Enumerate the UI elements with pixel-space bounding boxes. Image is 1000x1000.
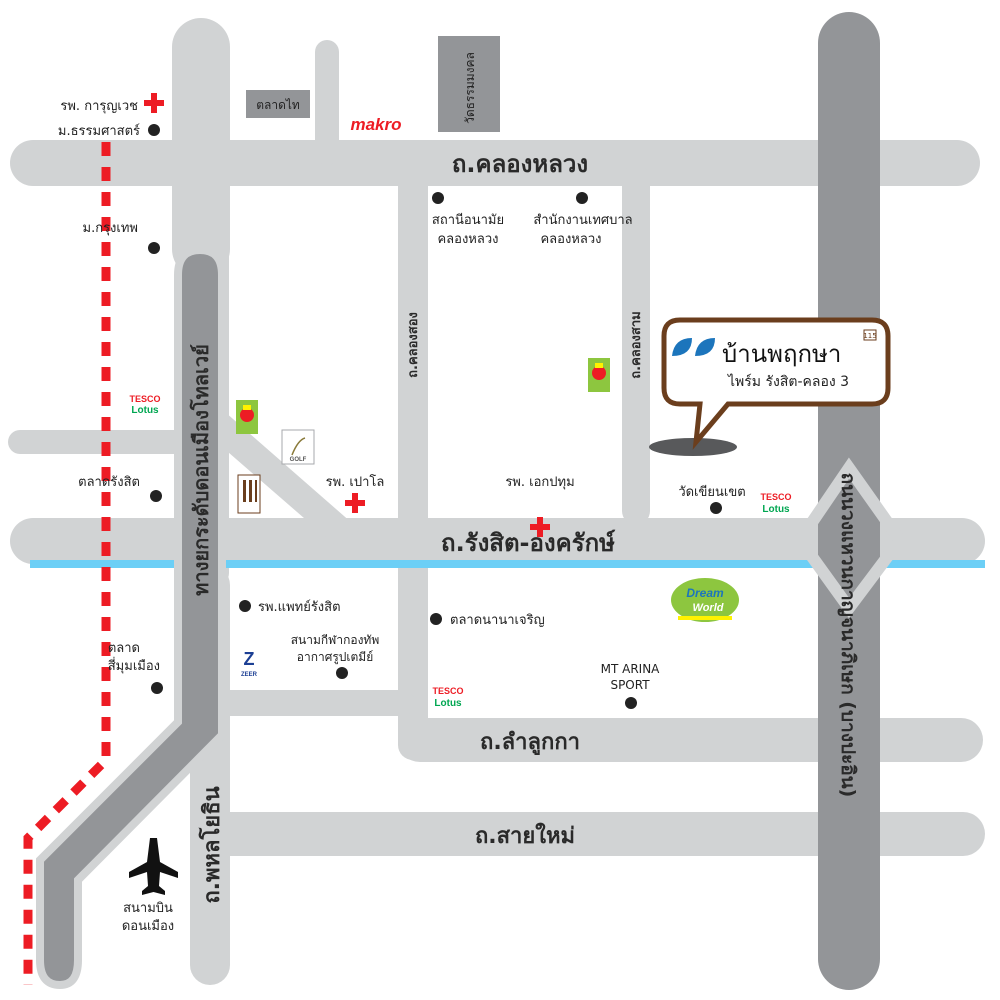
- road-phahonyothin-upper: [172, 18, 230, 278]
- tesco-bottom-logo: TESCO: [432, 686, 463, 696]
- talad-rangsit-dot-icon: [150, 490, 162, 502]
- mt-arina-label-2: SPORT: [610, 678, 650, 692]
- road-rangsit-ongkharak: [10, 518, 985, 564]
- thammasat-dot-icon: [148, 124, 160, 136]
- talad-nana-dot-icon: [430, 613, 442, 625]
- store-icon-right: [588, 358, 610, 392]
- airplane-icon: [129, 838, 178, 895]
- health-station-label: สถานีอนามัย: [432, 212, 504, 228]
- hospital-cross-icon: [345, 493, 365, 513]
- leaf-logo-icon: [672, 338, 715, 356]
- thammasat-label: ม.ธรรมศาสตร์: [58, 123, 140, 139]
- hosp-karunvej-label: รพ. การุญเวช: [60, 99, 138, 114]
- road-khlong-luang: [10, 140, 980, 186]
- secondary-roads: [8, 18, 985, 985]
- mt-arina-dot-icon: [625, 697, 637, 709]
- road-khlong-sam: [622, 165, 650, 525]
- wat-thammamongkol-box: [438, 36, 500, 132]
- canal: [30, 560, 985, 568]
- wat-thammamongkol-label: วัดธรรมมงคล: [463, 52, 477, 124]
- svg-text:GOLF: GOLF: [290, 457, 307, 463]
- municipal-office-label: สำนักงานเทศบาล: [533, 213, 632, 228]
- project-pin: บ้านพฤกษา 115 ไพร์ม รังสิต-คลอง 3: [661, 317, 891, 450]
- label-phahonyothin: ถ.พหลโยธิน: [198, 786, 225, 903]
- road-khlong-song: [398, 165, 428, 760]
- project-name: บ้านพฤกษา: [722, 340, 841, 368]
- road-lower-left-link: [205, 690, 415, 716]
- label-tollway: ทางยกระดับดอนเมืองโทลเวย์: [189, 344, 213, 596]
- highways: [36, 12, 908, 990]
- airport-label-1: สนามบิน: [123, 901, 173, 916]
- tesco-left-sub: Lotus: [131, 405, 159, 416]
- label-sai-mai: ถ.สายใหม่: [475, 822, 575, 849]
- airport-label-2: ดอนเมือง: [122, 918, 174, 934]
- railway: [23, 142, 111, 985]
- hosp-ekpatum-label: รพ. เอกปทุม: [505, 475, 574, 490]
- svg-text:ZEER: ZEER: [241, 672, 258, 678]
- wat-khian-dot-icon: [710, 502, 722, 514]
- store-icon-left: [236, 400, 258, 434]
- road-sai-mai: [200, 812, 985, 856]
- tesco-right-logo: TESCO: [760, 492, 791, 502]
- hosp-phaet-rangsit-label: รพ.แพทย์รังสิต: [258, 599, 341, 615]
- talad-simuang-dot-icon: [151, 682, 163, 694]
- talad-thai-label: ตลาดไท: [256, 98, 300, 112]
- talad-thai-box: [246, 90, 310, 118]
- makro-logo: makro: [350, 115, 401, 134]
- svg-text:Dream: Dream: [686, 586, 724, 600]
- airforce-stadium-dot-icon: [336, 667, 348, 679]
- wat-khian-label: วัดเขียนเขต: [678, 484, 745, 500]
- golf-logo: GOLF: [281, 429, 315, 465]
- talad-simuang-label-1: ตลาด: [108, 641, 140, 656]
- interchange-diamond: [792, 457, 908, 619]
- label-khlong-sam: ถ.คลองสาม: [629, 311, 644, 378]
- road-diagonal-paolo: [205, 412, 360, 545]
- zeer-logo: Z ZEER: [241, 649, 258, 678]
- bangkok-univ-label: ม.กรุงเทพ: [83, 221, 139, 236]
- road-outer-ring: [818, 12, 880, 990]
- health-station-dot-icon: [432, 192, 444, 204]
- hosp-phaet-dot-icon: [239, 600, 251, 612]
- hospital-cross-icon: [144, 93, 164, 113]
- project-tag-box: [863, 329, 877, 341]
- tesco-bottom-sub: Lotus: [434, 698, 462, 709]
- bangkok-univ-dot-icon: [148, 242, 160, 254]
- building-logo-icon: [237, 474, 261, 514]
- label-outer-ring: ถนนวงแหวนกาญจนาภิเษก (บางปะอิน): [837, 473, 859, 798]
- svg-text:Z: Z: [244, 649, 255, 669]
- airforce-stadium-label-2: อากาศรูปเตมีย์: [297, 650, 373, 665]
- airforce-stadium-label-1: สนามกีฬากองทัพ: [291, 633, 380, 647]
- municipal-office-label-2: คลองหลวง: [540, 232, 601, 247]
- hospital-cross-icon: [530, 517, 550, 537]
- tesco-right-sub: Lotus: [762, 504, 790, 515]
- health-station-label-2: คลองหลวง: [437, 232, 498, 247]
- label-lam-luk-ka: ถ.ลำลูกกา: [480, 730, 580, 756]
- municipal-office-dot-icon: [576, 192, 588, 204]
- label-rangsit-ongkharak: ถ.รังสิต-องครักษ์: [441, 529, 615, 557]
- project-subtitle: ไพร์ม รังสิต-คลอง 3: [727, 373, 849, 390]
- svg-text:World: World: [693, 602, 724, 614]
- road-talad-thai-access: [315, 40, 339, 165]
- project-tag: 115: [863, 332, 876, 340]
- talad-nana-label: ตลาดนานาเจริญ: [450, 613, 545, 628]
- road-left-spur: [8, 430, 193, 454]
- label-khlong-luang: ถ.คลองหลวง: [452, 150, 588, 178]
- dreamworld-logo: Dream World: [671, 578, 739, 622]
- tesco-left-logo: TESCO: [129, 394, 160, 404]
- label-khlong-song: ถ.คลองสอง: [406, 312, 421, 378]
- talad-rangsit-label: ตลาดรังสิต: [78, 475, 140, 490]
- mt-arina-label-1: MT ARINA: [601, 662, 661, 676]
- hosp-paolo-label: รพ. เปาโล: [326, 474, 385, 490]
- road-tollway: [36, 245, 226, 990]
- talad-simuang-label-2: สี่มุมเมือง: [108, 657, 160, 674]
